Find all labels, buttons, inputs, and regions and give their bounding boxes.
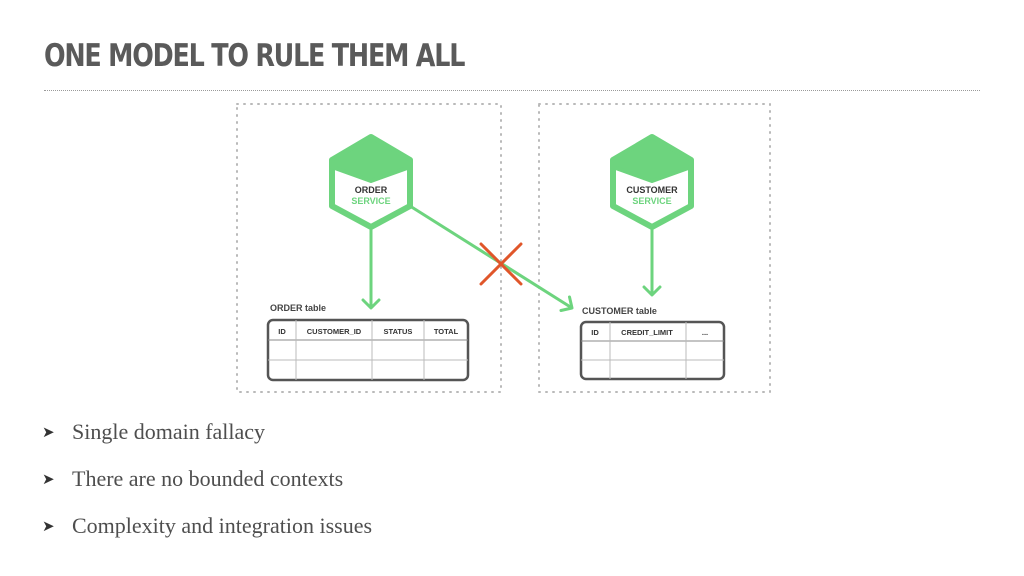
title-divider [44, 90, 980, 91]
customer-service-node: CUSTOMER SERVICE [610, 134, 694, 230]
order-col-status: STATUS [384, 327, 413, 336]
order-col-total: TOTAL [434, 327, 459, 336]
customer-service-suffix: SERVICE [632, 196, 671, 206]
bullet-list: ➤ Single domain fallacy ➤ There are no b… [42, 408, 372, 549]
order-table: ID CUSTOMER_ID STATUS TOTAL [266, 318, 470, 382]
customer-service-name: CUSTOMER [626, 185, 678, 195]
order-context-boundary [236, 103, 502, 393]
bullet-text: Complexity and integration issues [72, 512, 373, 538]
customer-table: ID CREDIT_LIMIT ... [579, 320, 726, 381]
customer-col-id: ID [591, 328, 599, 337]
arrow-bullet-icon: ➤ [42, 469, 55, 488]
order-to-customer-table-arrow [409, 204, 574, 313]
order-service-node: ORDER SERVICE [329, 134, 413, 230]
arrow-bullet-icon: ➤ [42, 422, 55, 441]
bullet-text: There are no bounded contexts [72, 465, 344, 491]
order-table-label: ORDER table [270, 303, 326, 313]
arrow-bullet-icon: ➤ [42, 516, 55, 535]
customer-table-label: CUSTOMER table [582, 306, 657, 316]
bullet-text: Single domain fallacy [72, 418, 266, 444]
order-service-suffix: SERVICE [351, 196, 390, 206]
bullet-item: ➤ There are no bounded contexts [42, 455, 372, 502]
order-col-id: ID [278, 327, 286, 336]
cross-icon [479, 242, 523, 286]
order-col-customer-id: CUSTOMER_ID [307, 327, 362, 336]
customer-col-more: ... [702, 328, 708, 337]
bullet-item: ➤ Complexity and integration issues [42, 502, 372, 549]
slide-title: ONE MODEL TO RULE THEM ALL [44, 38, 465, 74]
order-service-name: ORDER [355, 185, 388, 195]
bullet-item: ➤ Single domain fallacy [42, 408, 372, 455]
customer-col-credit-limit: CREDIT_LIMIT [621, 328, 673, 337]
